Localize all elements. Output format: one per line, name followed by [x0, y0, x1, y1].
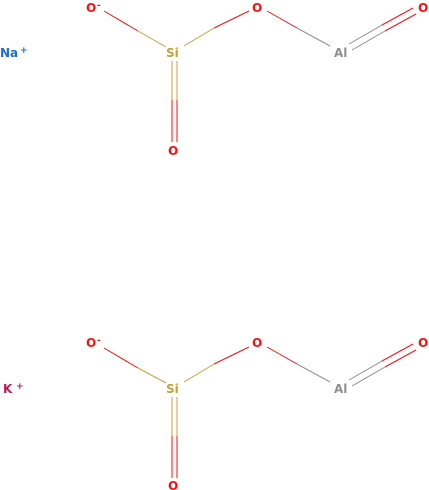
oxygen-anion-charge: - — [97, 1, 101, 11]
aluminium-label: Al — [334, 46, 347, 60]
oxygen-anion-charge: - — [97, 336, 101, 346]
aluminium-label: Al — [334, 382, 347, 396]
bond-si-o-bridge — [183, 346, 250, 383]
silicon-label: Si — [166, 382, 179, 396]
molecule-potassium-aluminosilicate: K + O - Si O Al O O — [3, 336, 428, 490]
oxygen-silicon-label: O — [168, 479, 178, 490]
bond-o-bridge-al — [266, 346, 331, 383]
potassium-ion-charge: + — [16, 382, 24, 392]
double-bond-al-o — [348, 7, 417, 51]
sodium-ion-charge: + — [20, 46, 28, 56]
oxygen-aluminium-label: O — [418, 1, 428, 15]
bond-o-bridge-al — [266, 10, 331, 47]
oxygen-anion-label: O — [86, 336, 96, 350]
silicon-label: Si — [166, 46, 179, 60]
double-bond-al-o — [348, 343, 417, 387]
double-bond-si-o — [171, 61, 178, 142]
oxygen-silicon-label: O — [168, 144, 178, 158]
bond-o-minus-si — [103, 10, 167, 48]
oxygen-anion-label: O — [86, 1, 96, 15]
bond-o-minus-si — [103, 347, 167, 384]
potassium-ion-label: K — [3, 382, 13, 396]
double-bond-si-o — [171, 397, 178, 478]
oxygen-bridge-label: O — [252, 1, 262, 15]
bond-si-o-bridge — [183, 10, 250, 47]
oxygen-bridge-label: O — [252, 336, 262, 350]
sodium-ion-label: Na — [0, 46, 18, 60]
oxygen-aluminium-label: O — [418, 336, 428, 350]
molecule-sodium-aluminosilicate: Na + O - Si O Al O O — [0, 1, 428, 158]
